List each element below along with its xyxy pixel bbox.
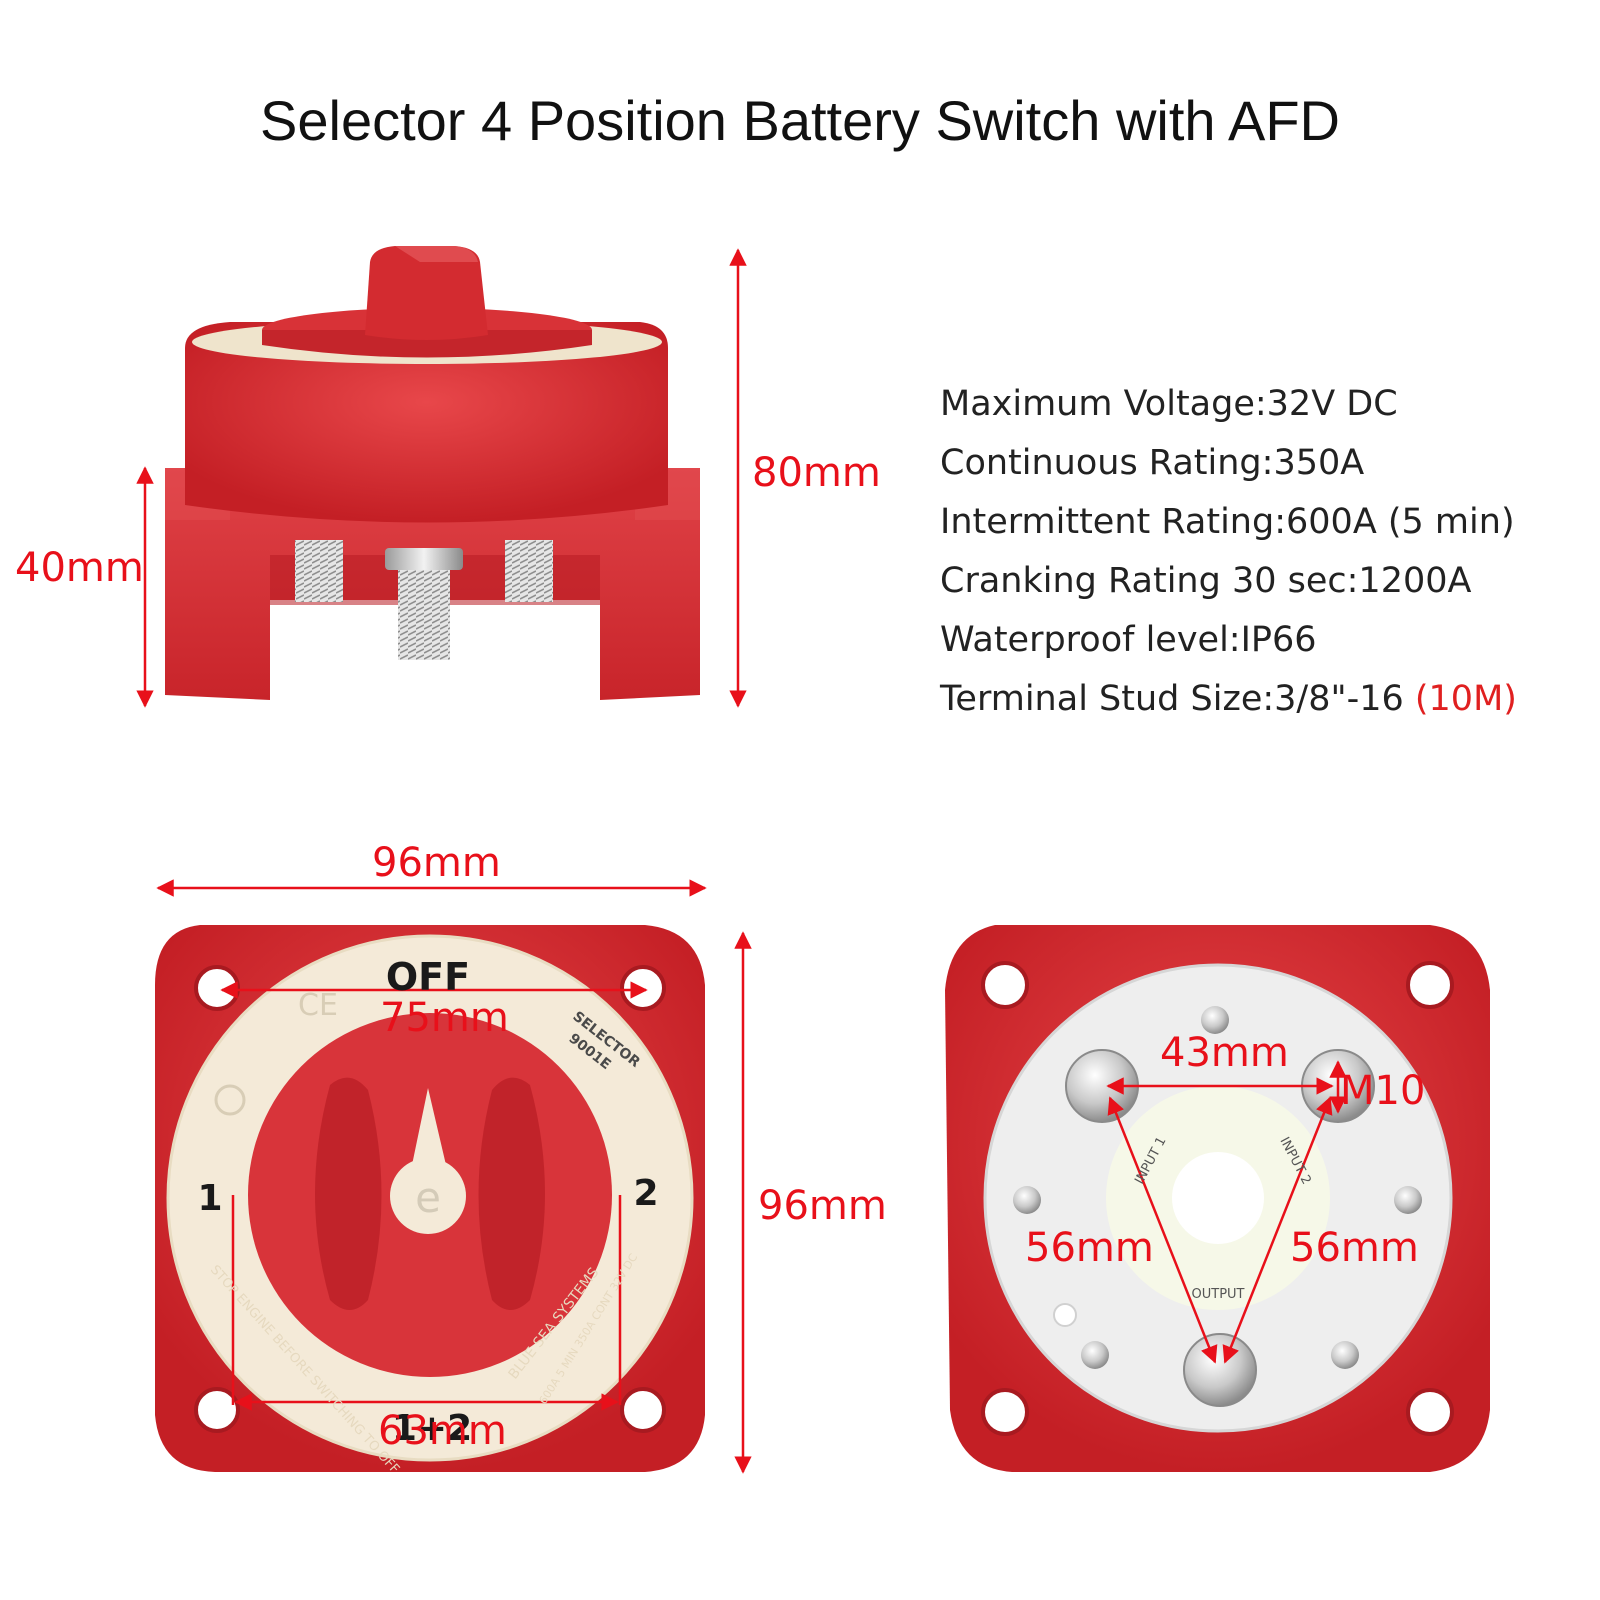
terminal-stud-left — [295, 540, 343, 602]
dim-front-height: 96mm — [758, 1183, 887, 1229]
mount-hole — [620, 1387, 666, 1433]
dial-off-label: OFF — [386, 955, 470, 999]
screw — [1081, 1341, 1109, 1369]
dim-stud-size: M10 — [1340, 1068, 1426, 1114]
mount-hole — [1406, 1388, 1454, 1436]
spec-max-voltage: Maximum Voltage:32V DC — [940, 384, 1398, 424]
left-diagonal-line — [1107, 1096, 1218, 1364]
output-stud — [1183, 1333, 1257, 1407]
screw — [1201, 1006, 1229, 1034]
page-title: Selector 4 Position Battery Switch with … — [260, 89, 1340, 152]
switch-body — [185, 322, 668, 523]
front-view: CE — [155, 925, 705, 1472]
dim-right-diagonal: 56mm — [1290, 1225, 1419, 1271]
mount-hole — [194, 965, 240, 1011]
dial-logo: e — [415, 1173, 441, 1222]
spec-intermittent-rating: Intermittent Rating:600A (5 min) — [940, 502, 1515, 542]
dim-left-diagonal: 56mm — [1025, 1225, 1154, 1271]
rear-output-label: OUTPUT — [1192, 1287, 1245, 1302]
screw — [1331, 1341, 1359, 1369]
dial-position-1-2: 1+2 — [392, 1408, 472, 1449]
terminal-stud-right — [505, 540, 553, 602]
screw — [1013, 1186, 1041, 1214]
mount-hole — [1406, 961, 1454, 1009]
dim-stud-spacing: 43mm — [1160, 1030, 1289, 1076]
logo-hub — [390, 1158, 466, 1234]
dial-position-1: 1 — [197, 1178, 222, 1219]
spec-continuous-rating: Continuous Rating:350A — [940, 443, 1365, 483]
dim-total-height: 80mm — [752, 450, 881, 496]
mount-hole — [981, 961, 1029, 1009]
dim-base-height: 40mm — [15, 545, 144, 591]
svg-text:CE: CE — [298, 988, 338, 1023]
screw — [1394, 1186, 1422, 1214]
selector-handle — [365, 246, 488, 340]
side-view — [165, 246, 700, 700]
terminal-stud-center — [398, 565, 450, 660]
mount-hole — [620, 965, 666, 1011]
dim-dial-width: 63mm — [378, 1408, 507, 1454]
right-diagonal-line — [1222, 1096, 1333, 1364]
dim-front-width: 96mm — [372, 840, 501, 886]
dial-position-2: 2 — [633, 1173, 658, 1214]
dim-hole-spacing: 75mm — [380, 995, 509, 1041]
stud-size-note: (10M) — [1414, 679, 1517, 719]
spec-terminal-stud-size: Terminal Stud Size:3/8"-16 (10M) — [940, 679, 1517, 719]
spec-cranking-rating: Cranking Rating 30 sec:1200A — [940, 561, 1472, 601]
spec-waterproof-level: Waterproof level:IP66 — [940, 620, 1317, 660]
terminal-nut — [385, 548, 463, 570]
rear-view — [945, 925, 1490, 1472]
mount-hole — [981, 1388, 1029, 1436]
mount-hole — [194, 1387, 240, 1433]
pointer — [412, 1088, 446, 1165]
spec-list: Maximum Voltage:32V DC Continuous Rating… — [940, 375, 1517, 729]
